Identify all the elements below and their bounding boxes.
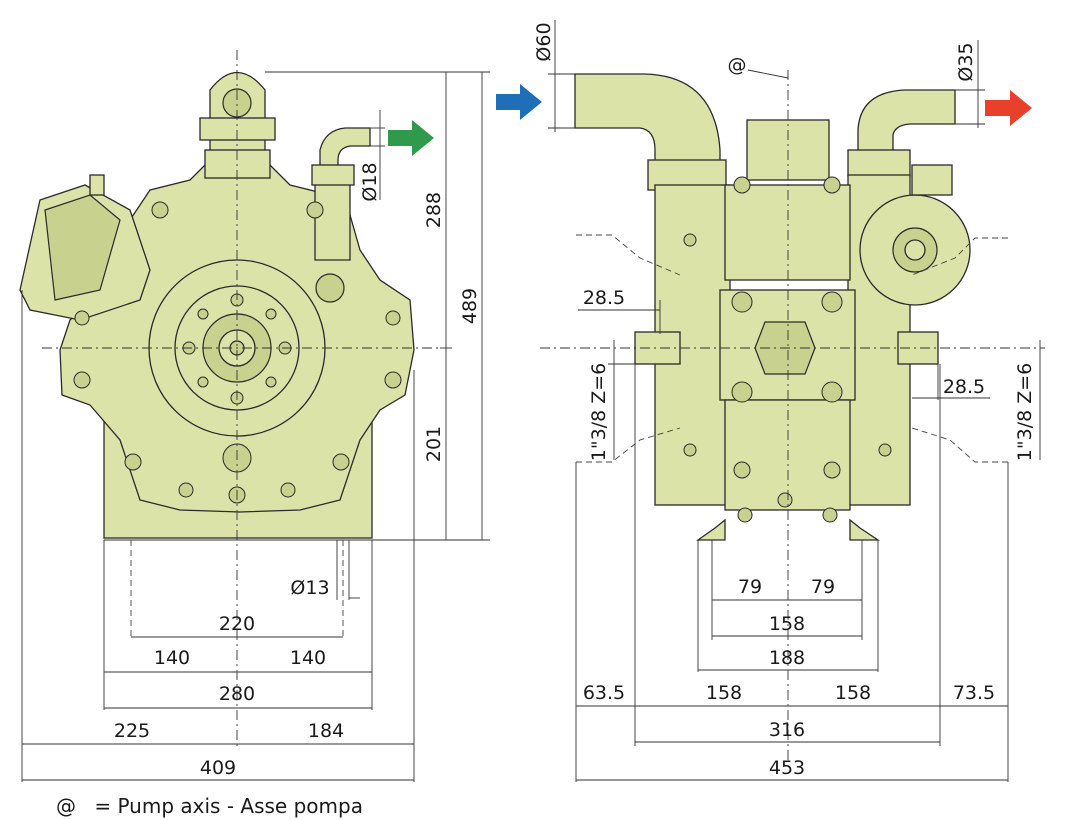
dim-side-center-right: 158 xyxy=(835,682,871,704)
dim-side-axis-marker: @ xyxy=(728,54,747,76)
dim-side-port-offset-left: 28.5 xyxy=(583,287,625,309)
side-lower-head xyxy=(724,399,851,511)
dim-side-center-left: 158 xyxy=(706,682,742,704)
legend-text: = Pump axis - Asse pompa xyxy=(94,794,363,818)
dim-side-thread-right: 1"3/8 Z=6 xyxy=(1014,363,1036,461)
dim-side-inlet-diameter: Ø60 xyxy=(533,22,555,61)
dim-front-hole-spacing: 220 xyxy=(219,613,255,635)
side-inlet-arrow xyxy=(496,84,542,120)
side-dimension-lines xyxy=(548,20,1041,782)
front-outlet-fitting xyxy=(311,127,371,303)
side-outlet-arrow xyxy=(985,90,1032,126)
front-outlet-arrow xyxy=(388,120,434,156)
front-dimension-lines xyxy=(21,71,490,782)
dim-side-shaft-span: 316 xyxy=(769,719,805,741)
dim-side-overhang-left: 63.5 xyxy=(583,682,625,704)
legend-symbol: @ xyxy=(56,794,76,818)
side-foot-right xyxy=(849,518,881,541)
dim-front-total-width: 409 xyxy=(200,757,236,779)
side-view xyxy=(540,70,1045,760)
dim-front-left-extent: 225 xyxy=(114,720,150,742)
dim-side-total-width: 453 xyxy=(769,757,805,779)
front-top-nut xyxy=(204,149,271,179)
dim-side-foot-left: 79 xyxy=(738,576,762,598)
dim-side-overhang-right: 73.5 xyxy=(953,682,995,704)
dim-front-half-left: 140 xyxy=(154,647,190,669)
dim-side-foot-holes: 158 xyxy=(769,613,805,635)
side-bolts xyxy=(683,176,892,523)
side-inlet-elbow xyxy=(574,73,721,176)
dim-front-foot-hole: Ø13 xyxy=(290,577,329,599)
dim-front-right-extent: 184 xyxy=(308,720,344,742)
side-outlet-nut xyxy=(847,149,911,177)
side-foot-left xyxy=(695,518,726,541)
legend: @ = Pump axis - Asse pompa xyxy=(56,794,363,818)
dim-side-outlet-diameter: Ø35 xyxy=(955,42,977,81)
front-regulator xyxy=(19,174,151,321)
front-top-fitting xyxy=(199,117,276,141)
dim-side-thread-left: 1"3/8 Z=6 xyxy=(588,363,610,461)
front-view xyxy=(19,50,440,750)
dim-front-half-right: 140 xyxy=(290,647,326,669)
dim-side-port-offset-right: 28.5 xyxy=(943,376,985,398)
dim-front-outlet-diameter: Ø18 xyxy=(359,162,381,201)
dim-front-base-width: 280 xyxy=(219,683,255,705)
dim-front-height-lower: 201 xyxy=(423,426,445,462)
side-upper-head xyxy=(724,184,851,281)
dim-side-foot-width: 188 xyxy=(769,647,805,669)
dim-front-height-total: 489 xyxy=(459,288,481,324)
dim-side-foot-right: 79 xyxy=(811,576,835,598)
dim-front-height-upper: 288 xyxy=(423,192,445,228)
